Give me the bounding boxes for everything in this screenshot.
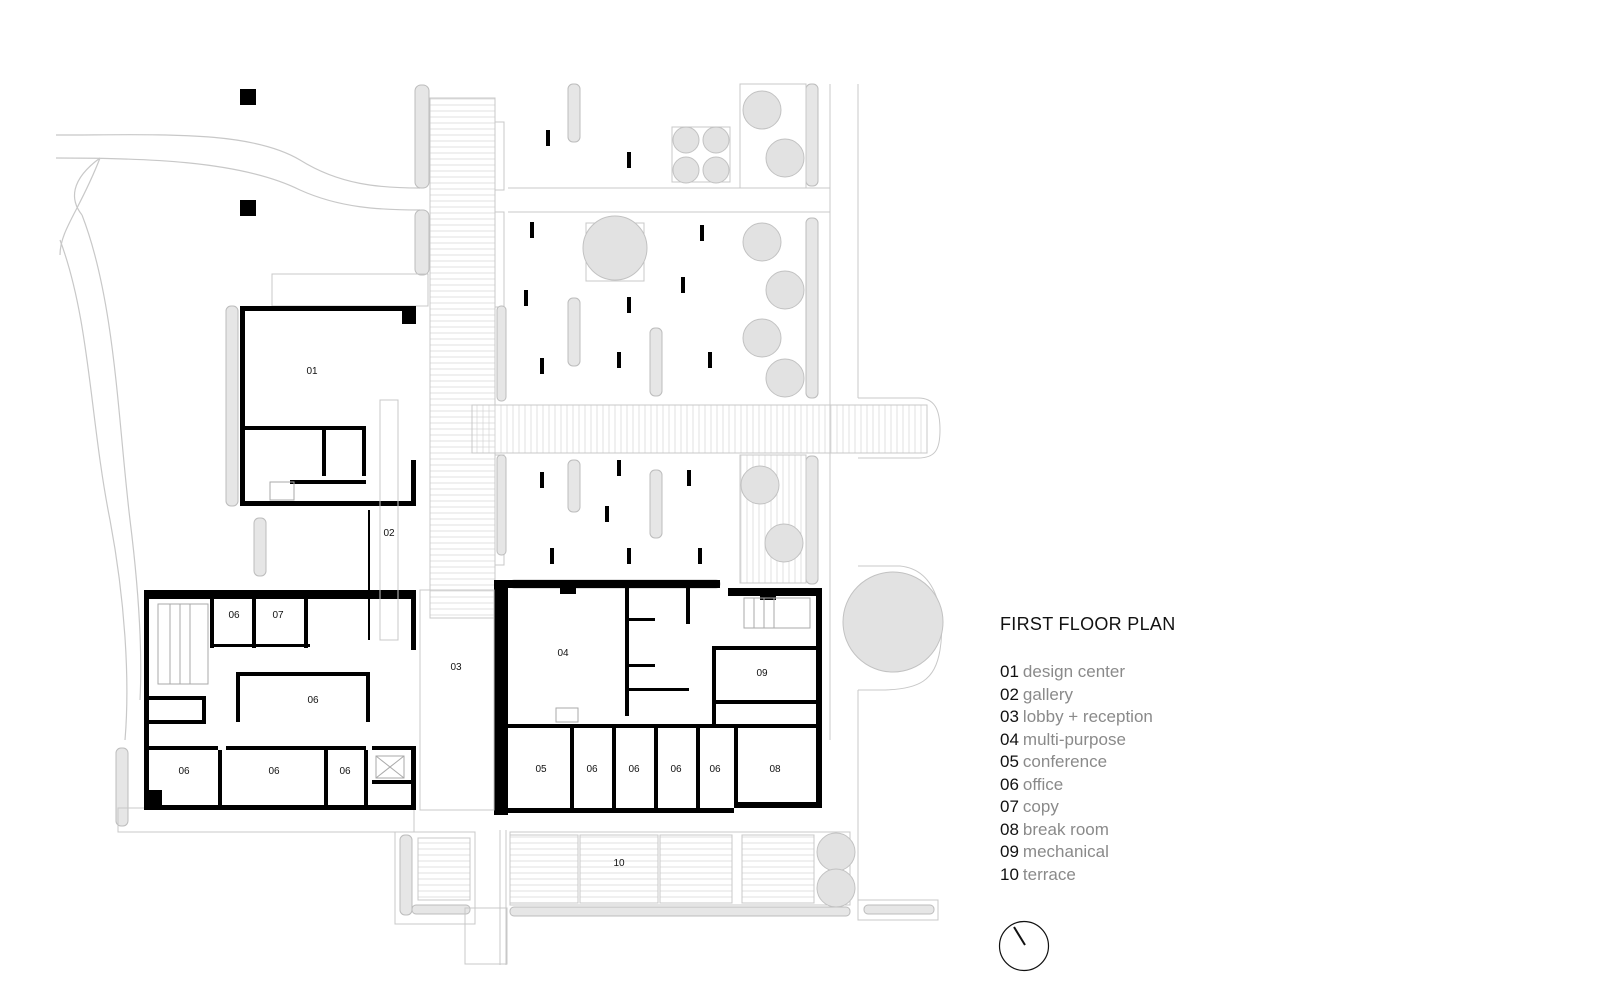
room-label-04: 04 (557, 648, 569, 659)
trees (582, 90, 944, 908)
room-label-06i: 06 (709, 764, 721, 775)
legend-room-name: design center (1022, 662, 1125, 681)
room-label-09: 09 (756, 668, 768, 679)
room-label-06h: 06 (670, 764, 682, 775)
room-label-06e: 06 (339, 766, 351, 777)
legend-room-name: mechanical (1022, 842, 1109, 861)
room-label-06g: 06 (628, 764, 640, 775)
room-label-06a: 06 (228, 610, 240, 621)
legend-number: 04 (1000, 729, 1019, 749)
room-label-10: 10 (613, 858, 625, 869)
legend-number: 05 (1000, 752, 1019, 771)
room-label-07: 07 (272, 610, 284, 621)
room-label-01: 01 (306, 366, 318, 377)
site-paths (55, 134, 421, 741)
lobby-corridor (379, 399, 495, 811)
legend-room-name: conference (1022, 752, 1108, 771)
plan-title: FIRST FLOOR PLAN (1000, 614, 1176, 634)
terrace-decks (417, 834, 815, 904)
room-label-08: 08 (769, 764, 781, 775)
stairs (157, 481, 811, 779)
room-label-06f: 06 (586, 764, 598, 775)
legend-room-name: break room (1022, 819, 1109, 839)
legend-room-name: gallery (1022, 684, 1074, 704)
room-label-06b: 06 (307, 695, 319, 706)
room-label-02: 02 (383, 528, 395, 539)
legend-number: 08 (1000, 819, 1019, 839)
legend-room-name: multi-purpose (1022, 729, 1126, 749)
legend-number: 03 (1000, 707, 1019, 726)
room-labels: 01 02 03 04 05 06 07 06 06 06 06 06 06 0… (178, 366, 781, 869)
legend-room-name: copy (1022, 797, 1059, 816)
promenade (429, 97, 507, 965)
legend-number: 07 (1000, 797, 1019, 816)
walls (144, 306, 822, 815)
legend-number: 02 (1000, 684, 1019, 704)
legend-number: 01 (1000, 662, 1019, 681)
legend-room-name: terrace (1022, 864, 1076, 884)
room-label-06c: 06 (178, 766, 190, 777)
north-arrow-icon (998, 920, 1050, 972)
legend-number: 06 (1000, 774, 1019, 794)
legend-number: 09 (1000, 842, 1019, 861)
legend-room-name: lobby + reception (1022, 707, 1153, 726)
hedges (115, 83, 935, 917)
site-markers (240, 89, 256, 216)
legend-number: 10 (1000, 864, 1019, 884)
room-label-06d: 06 (268, 766, 280, 777)
room-label-05: 05 (535, 764, 547, 775)
legend-room-name: office (1022, 774, 1064, 794)
room-label-03: 03 (450, 662, 462, 673)
benches (524, 130, 712, 564)
